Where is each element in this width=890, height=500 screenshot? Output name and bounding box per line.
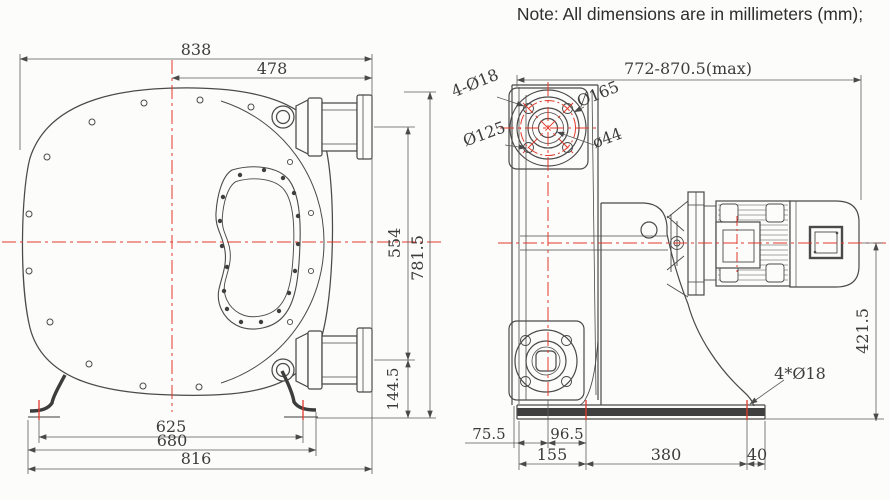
motor-tie-rod-bosses (719, 203, 785, 283)
dim-bolt-to-edge: 40 (747, 445, 767, 464)
leader-bore (556, 131, 595, 146)
fan-cover (789, 200, 860, 288)
coupling-bell (666, 214, 685, 272)
pedestal (600, 200, 755, 407)
side-view-centerlines (498, 82, 886, 398)
dim-edge-to-bolt: 155 (537, 445, 568, 464)
dim-port-to-bolt: 96.5 (550, 425, 583, 443)
front-view (21, 87, 373, 418)
front-view-dimension-texts: 838 478 554 781.5 144.5 625 680 816 (156, 40, 427, 468)
front-view-dimensions (19, 54, 436, 474)
bolt-circle (520, 100, 576, 156)
inspection-cover (215, 166, 301, 330)
leader-bolt-circle (504, 144, 527, 150)
front-cover-arc (220, 100, 325, 384)
right-foot (280, 370, 318, 418)
motor-body (715, 200, 791, 287)
base-plate (516, 404, 766, 420)
base-bolt-marks (585, 400, 748, 420)
label-bolt-circle: Ø125 (460, 117, 508, 150)
leader-flange-bolts (496, 96, 525, 107)
front-view-centerlines (2, 60, 443, 412)
casing-perimeter-bolts (25, 96, 255, 391)
side-view-dimensions (465, 75, 884, 470)
upper-port-flange (271, 94, 373, 160)
dim-center-to-flange: 478 (257, 59, 288, 78)
dim-foot-bolt-spacing: 625 (156, 417, 187, 436)
pedestal-hole (640, 221, 658, 239)
dim-foot-outer-width: 680 (157, 431, 188, 450)
dim-port-spacing: 554 (385, 228, 404, 259)
motor-terminal-box (715, 221, 761, 269)
cover-arc-bolts (286, 158, 315, 326)
bottom-flange (508, 320, 585, 401)
dim-face-to-port: 75.5 (472, 425, 505, 443)
lower-port-flange (271, 327, 373, 393)
dim-overall-height: 781.5 (408, 235, 427, 281)
inspection-cover-bolts (217, 167, 301, 325)
label-flange-bolt-holes: 4-Ø18 (449, 65, 502, 101)
dim-overall-width: 838 (181, 40, 212, 59)
leader-flange-od (573, 106, 585, 113)
left-foot (28, 374, 67, 418)
leader-anchor-bolts (749, 379, 785, 405)
front-foot-bolt-marks (38, 400, 304, 420)
top-flange-bolt-holes (523, 103, 573, 153)
dim-port-to-base: 144.5 (384, 368, 402, 411)
dim-base-overall-width: 816 (181, 449, 212, 468)
bottom-flange-bolt-holes (520, 335, 572, 387)
dim-bolt-spacing: 380 (651, 445, 682, 464)
units-note: Note: All dimensions are in millimeters … (517, 4, 863, 24)
label-anchor-bolts: 4*Ø18 (774, 364, 826, 383)
dim-centerline-to-base: 421.5 (853, 308, 872, 354)
dim-overall-length: 772-870.5(max) (624, 59, 752, 78)
